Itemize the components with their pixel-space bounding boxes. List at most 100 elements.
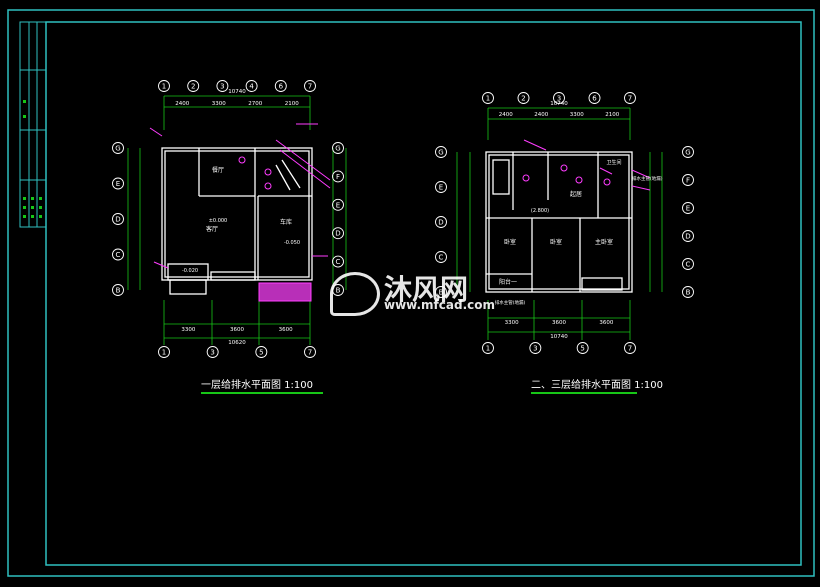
plan1-bottom-dim-2: 3600 [279, 327, 293, 333]
plan1-walls [161, 147, 313, 295]
plan1-axis-bottom-1-circle [206, 346, 219, 358]
plan2-note-pipe: 排水主管(地漏) [632, 175, 663, 182]
plan2-bottom-dim-1: 3600 [552, 320, 566, 326]
plan2-axis-right-2: E [686, 205, 690, 213]
plan2-axis-right-1: F [686, 177, 690, 185]
plan2-axis-left-2: D [438, 219, 443, 227]
title-strip [19, 21, 47, 228]
plan1-axis-right-2-circle [332, 198, 344, 211]
plan1-axis-top-1: 2 [191, 83, 195, 91]
plan2-top-dim-0: 2400 [499, 112, 513, 118]
plan2-dimension-lines [456, 107, 663, 340]
plan1-axis-left-3: C [116, 251, 121, 259]
plan2-top-dim-3: 2100 [605, 112, 619, 118]
plan2-top-dim-2: 3300 [570, 112, 584, 118]
plan1-axis-right-1-circle [332, 170, 344, 183]
plan2-room-balcony: 阳台一 [499, 278, 517, 286]
plan1-axis-top-4-circle [274, 80, 287, 92]
plan1-axis-right-3-circle [332, 227, 344, 240]
plan2-axis-left-0-circle [435, 146, 447, 158]
plan1-axis-bottom-1: 3 [210, 349, 214, 357]
plan1-axis-left-2-circle [112, 213, 124, 225]
plan1-axis-right-4-circle [332, 255, 344, 268]
plan2-axis-bottom-1: 3 [533, 345, 537, 353]
plan1-axis-bottom-0: 1 [162, 349, 166, 357]
plan2-axis-bottom-2: 5 [580, 345, 584, 353]
plan2-walls [485, 151, 633, 293]
plan2-axis-left-3-circle [435, 251, 447, 263]
plan2-axis-top-3: 6 [592, 95, 597, 103]
plan1-top-dim-0: 2400 [175, 101, 189, 107]
plan2-axis-left-1: E [439, 184, 443, 192]
plan2-room-bed2: 卧室 [550, 238, 562, 246]
plan2-axis-top-0: 1 [486, 95, 490, 103]
plan2-top-dim-1: 2400 [534, 112, 548, 118]
plan1-bottom-dim-0: 3300 [181, 327, 195, 333]
plan1-axis-left-1-circle [112, 177, 124, 190]
plan2-room-hall: 起居 [570, 190, 582, 198]
plan2-axis-right-5-circle [682, 286, 694, 298]
plan1-garage-door [258, 282, 312, 302]
plan1-axis-bottom-2: 5 [259, 349, 263, 357]
watermark-url: www.mfcad.com [384, 298, 495, 312]
plan1-room-living: 客厅 [206, 225, 218, 233]
plan1-axis-top-1-circle [187, 80, 200, 92]
plan2-axis-bottom-0-circle [482, 342, 494, 354]
plan2-caption: 二、三层给排水平面图 1:100 [531, 380, 663, 391]
plan2-axis-bottom-3-circle [624, 342, 636, 354]
plan1-axis-top-5: 7 [308, 83, 312, 91]
plan1-axis-right-1: F [336, 173, 340, 181]
plan2-caption-underline [531, 392, 637, 394]
plan2-axis-bottom-2-circle [576, 342, 589, 354]
plan2-axis-left-3: C [439, 254, 444, 262]
plan2-axis-top-2: 3 [557, 95, 561, 103]
plan2-axis-right-0: G [685, 149, 690, 157]
plan1-level-living: ±0.000 [209, 218, 228, 224]
plan2-note-pipe-bottom: 排水主管(地漏) [495, 299, 526, 306]
plan2-note-level: (2.800) [531, 208, 549, 214]
plan1-axis-right-2: E [336, 201, 340, 209]
plan1-pipes [149, 123, 331, 269]
plan1-axis-left-3-circle [112, 248, 124, 261]
plan1-caption-underline [201, 392, 323, 394]
plan1-axis-right-0: G [335, 145, 340, 153]
plan1-total-top: 10740 [228, 89, 246, 95]
plan1-axis-bottom-3: 7 [308, 349, 312, 357]
plan1-room-dining: 餐厅 [212, 166, 224, 174]
plan1-level-garage: -0.050 [284, 240, 300, 246]
plan1-axis-bottom-2-circle [255, 346, 268, 358]
outer-frame [7, 9, 815, 577]
plan1-axis-left-0: G [115, 145, 120, 153]
plan2-total-top: 10740 [550, 101, 568, 107]
plan2-bottom-dim-2: 3600 [599, 320, 613, 326]
plan2-axis-top-0-circle [482, 92, 494, 104]
plan2-axis-left-1-circle [435, 181, 447, 193]
plan1-axis-top-3-circle [245, 80, 258, 92]
plan2-axis-right-1-circle [682, 174, 694, 186]
plan1-bottom-dim-1: 3600 [230, 327, 244, 333]
plan1-axis-left-2: D [115, 216, 120, 224]
plan1-top-dim-2: 2700 [248, 101, 262, 107]
plan2-axis-top-1: 2 [521, 95, 525, 103]
plan2-axis-left-4-circle [435, 286, 447, 298]
plan1-caption: 一层给排水平面图 1:100 [201, 380, 313, 391]
plan2-axis-left-0: G [438, 149, 443, 157]
plan2-axis-right-3-circle [682, 230, 694, 242]
plan1-axis-right-3: D [335, 230, 340, 238]
plan2-total-bottom: 10740 [550, 334, 568, 340]
plan2-axis-right-0-circle [682, 146, 694, 158]
plan2-axis-top-1-circle [517, 92, 530, 104]
plan2-axis-right-2-circle [682, 202, 694, 214]
plan1-axis-bottom-0-circle [158, 346, 170, 358]
plan2-axis-right-3: D [685, 233, 690, 241]
plan1-axis-top-3: 4 [249, 83, 254, 91]
plan2-axis-right-5: B [686, 289, 691, 297]
plan1-level-porch: -0.020 [182, 268, 198, 274]
plan1-top-dim-3: 2100 [285, 101, 299, 107]
plan2-axis-bottom-3: 7 [628, 345, 632, 353]
plan1-axis-bottom-3-circle [304, 346, 316, 358]
plan2-axis-right-4-circle [682, 258, 694, 270]
plan1-axis-left-4: B [116, 287, 121, 295]
